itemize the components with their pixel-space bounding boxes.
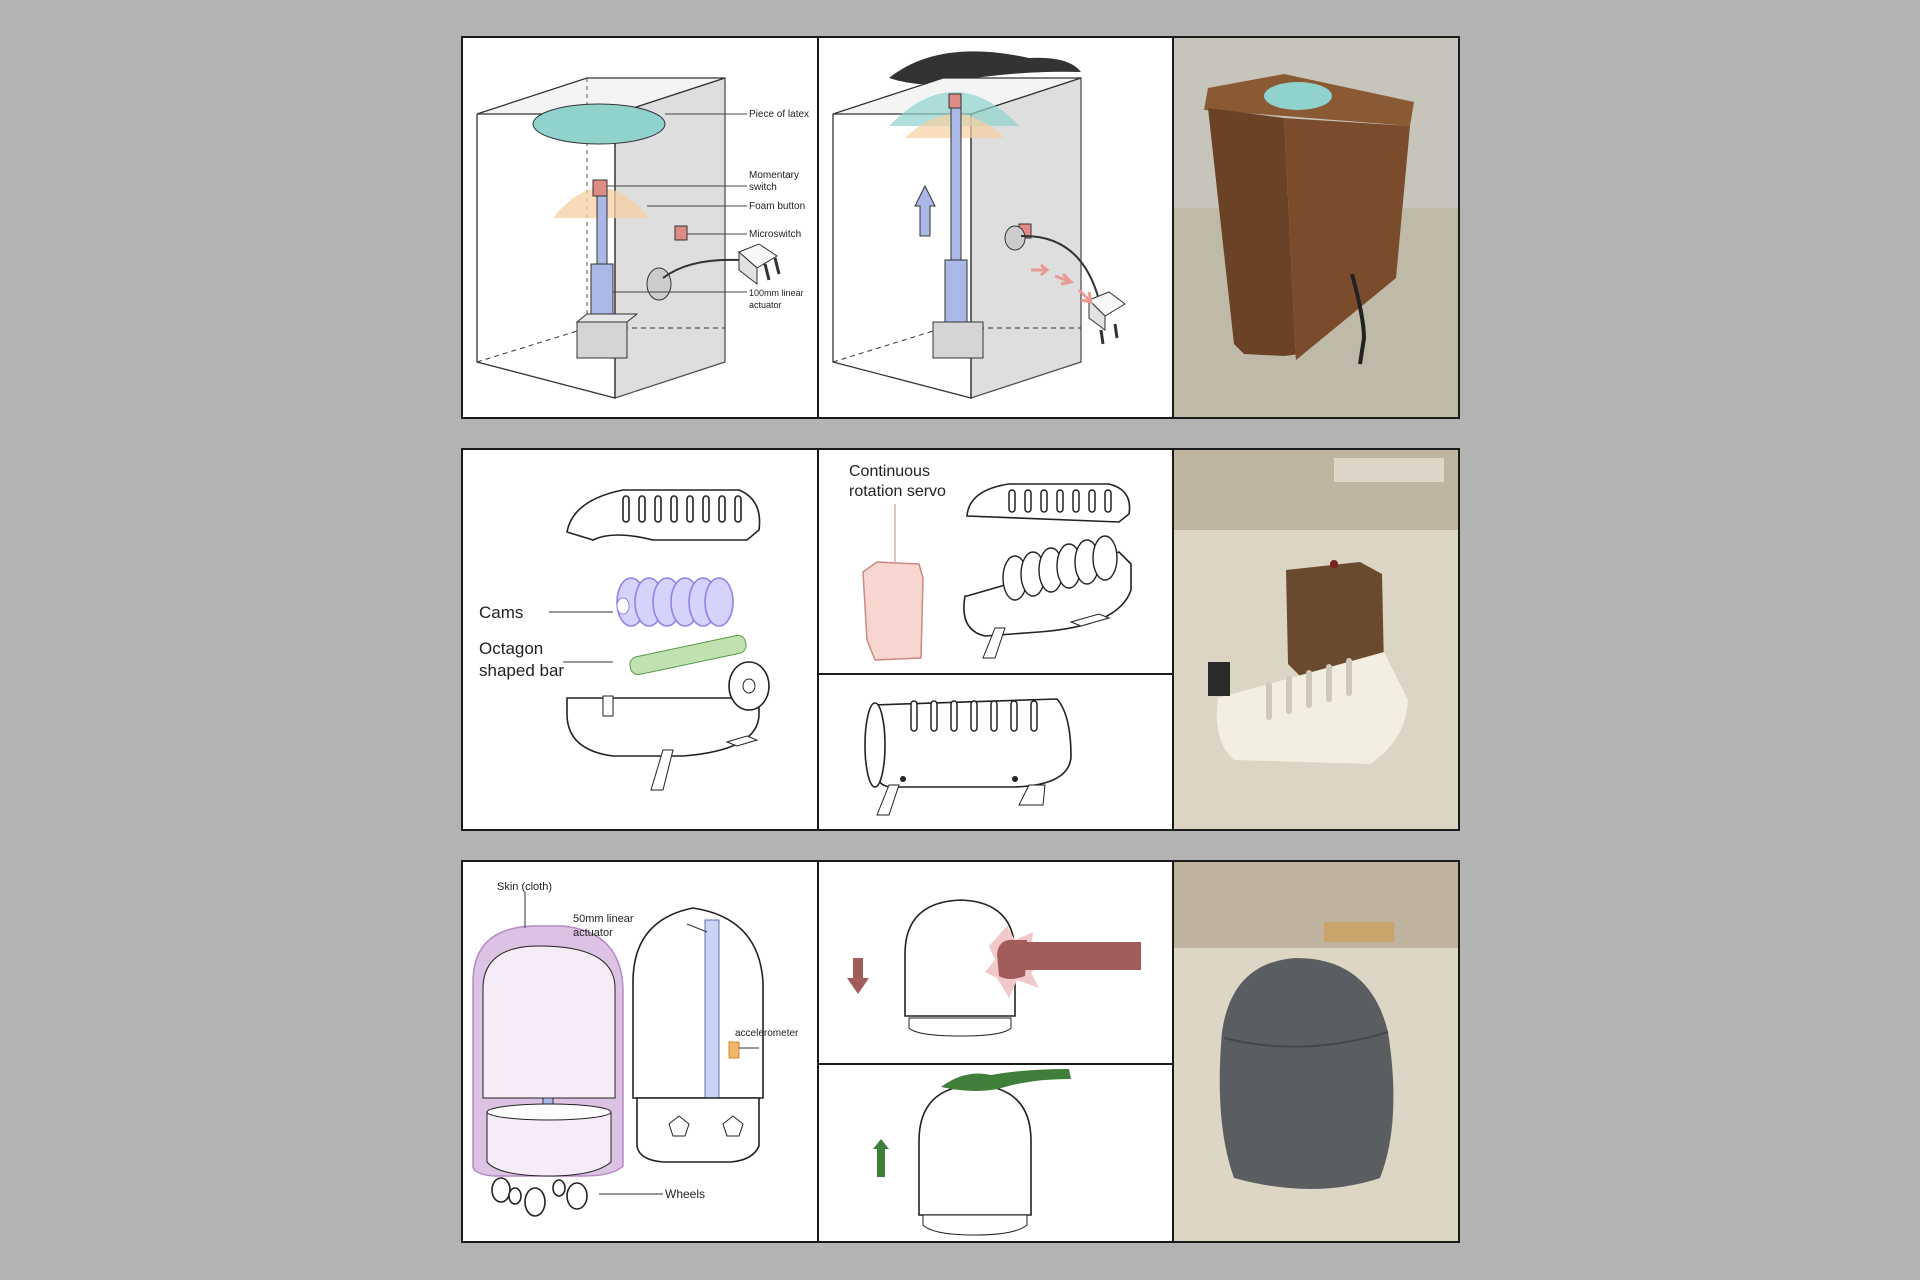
panel-latex-action [817,36,1174,419]
row-latex-button: Piece of latex Momentary switch Foam but… [461,36,1460,419]
row-cloth-robot: Skin (cloth) 50mm linear actuator accele… [461,860,1460,1243]
label-50mm-linear: 50mm linear [573,913,634,925]
panel-latex-diagram: Piece of latex Momentary switch Foam but… [461,36,819,419]
red-arrow-icon [1031,263,1050,277]
red-arrow-icon [1054,272,1075,286]
label-accelerometer: accelerometer [735,1028,799,1039]
cam-assembled-illustration [864,698,1072,816]
panel-cam-exploded: Cams Octagon shaped bar [461,448,819,831]
cloth-robot-photo [1174,862,1458,1241]
robot-pet-illustration [873,1069,1071,1236]
hand-icon [889,51,1081,85]
panel-robot-hit [817,860,1174,1065]
panel-robot-pet [817,1063,1174,1243]
photo-cloth-robot [1172,860,1460,1243]
label-continuous: Continuous [849,463,930,480]
panel-cam-servo: Continuous rotation servo [817,448,1174,675]
label-foam-button: Foam button [749,201,805,212]
label-linear-actuator: 100mm linear [749,288,804,298]
up-arrow-icon [914,184,936,237]
up-arrow-icon [873,1139,889,1177]
cam-tube-photo [1174,450,1458,829]
red-arrow-icon [1077,288,1093,304]
label-momentary: Momentary [749,170,799,181]
latex-box-illustration: Piece of latex Momentary switch Foam but… [476,77,809,399]
label-momentary-switch: switch [749,182,777,193]
label-piece-of-latex: Piece of latex [749,109,809,120]
cam-exploded-illustration: Cams Octagon shaped bar [479,489,770,791]
down-arrow-icon [847,958,869,994]
label-rotation-servo: rotation servo [849,483,946,500]
label-cams: Cams [479,603,523,622]
robot-exploded-illustration: Skin (cloth) 50mm linear actuator accele… [472,881,799,1217]
label-linear-actuator: actuator [573,927,613,939]
label-octagon: Octagon [479,639,543,658]
panel-cam-assembled [817,673,1174,831]
label-actuator: actuator [749,300,782,310]
wooden-box-photo [1174,38,1458,417]
robot-hit-illustration [847,899,1141,1037]
petting-hand-icon [941,1069,1071,1091]
label-wheels: Wheels [665,1187,705,1201]
panel-robot-exploded: Skin (cloth) 50mm linear actuator accele… [461,860,819,1243]
row-cam-tube: Cams Octagon shaped bar Continuous rotat… [461,448,1460,831]
latex-press-illustration [832,51,1126,399]
photo-wooden-box [1172,36,1460,419]
label-octagon-shaped-bar: shaped bar [479,661,564,680]
photo-cam-tube [1172,448,1460,831]
label-microswitch: Microswitch [749,229,801,240]
cam-servo-illustration: Continuous rotation servo [849,463,1132,661]
label-skin-cloth: Skin (cloth) [497,881,552,893]
